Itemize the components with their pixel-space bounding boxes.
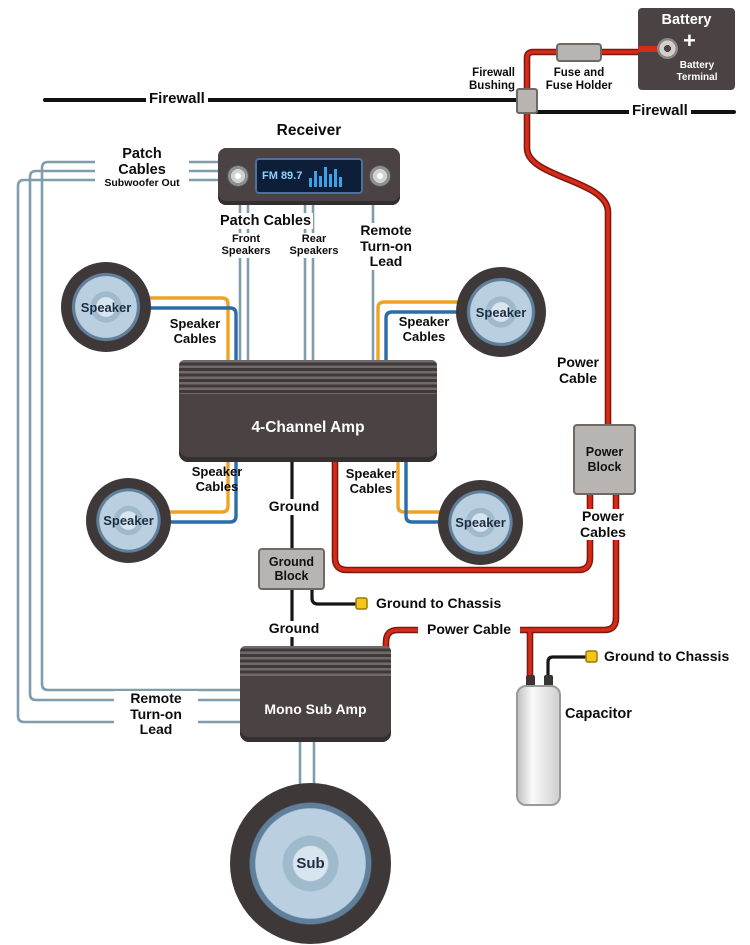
subwoofer-patch-label: Patch Cables Subwoofer Out <box>95 146 189 191</box>
speaker-front-left: Speaker <box>61 262 151 352</box>
receiver-display: FM 89.7 <box>255 158 363 194</box>
capacitor-terminal-icon <box>526 675 535 688</box>
amp-heatsink-fins <box>179 360 437 394</box>
sub-label: Sub <box>296 855 325 872</box>
receiver: FM 89.7 <box>218 148 400 205</box>
power-block: Power Block <box>573 424 636 495</box>
ground-to-chassis-label-2: Ground to Chassis <box>604 648 730 664</box>
ground-label-lower: Ground <box>262 620 326 637</box>
amp-heatsink-fins <box>240 646 391 676</box>
firewall-bushing <box>516 88 538 114</box>
speaker-label: Speaker <box>103 513 154 528</box>
battery-cable-stub <box>638 46 661 52</box>
power-cable-block-to-amp <box>333 454 592 572</box>
speaker2-wire-blue <box>384 310 460 366</box>
battery-label: Battery <box>661 12 712 28</box>
capacitor <box>516 685 561 806</box>
ground-to-chassis-label-1: Ground to Chassis <box>376 595 502 611</box>
patch-cables-text: Patch Cables <box>118 146 166 179</box>
power-cable-label-bottom: Power Cable <box>418 621 520 638</box>
firewall-label-right: Firewall <box>629 102 691 120</box>
subwoofer-patch-cable-1 <box>40 160 244 692</box>
tuning-knob-icon <box>369 165 391 187</box>
mono-sub-amp: Mono Sub Amp <box>240 646 391 742</box>
speaker-rear-left: Speaker <box>86 478 171 563</box>
firewall-label-left: Firewall <box>146 90 208 108</box>
ground-block: Ground Block <box>258 548 325 590</box>
speaker-cables-label-tl: Speaker Cables <box>169 316 221 346</box>
four-channel-amp-label: 4-Channel Amp <box>179 394 437 462</box>
patch-cables-center-label: Patch Cables <box>217 213 313 230</box>
speaker4-wire-yellow <box>396 458 442 514</box>
speaker1-wire-yellow <box>146 296 230 366</box>
ring-terminal-icon <box>657 38 678 59</box>
speaker4-wire-blue <box>404 458 442 524</box>
remote-turn-on-lead-wire-bottom <box>16 178 244 724</box>
subwoofer-patch-cable-2 <box>28 169 244 702</box>
speaker3-wire-blue <box>166 458 238 524</box>
chassis-terminals <box>355 597 598 663</box>
speaker-cables-label-br: Speaker Cables <box>345 466 397 496</box>
subwoofer: Sub <box>230 783 391 944</box>
remote-lead-label-bottom: Remote Turn-on Lead <box>114 690 198 739</box>
power-cables-label: Power Cables <box>568 508 638 541</box>
capacitor-terminal-icon <box>544 675 553 688</box>
ground-label-upper: Ground <box>262 498 326 515</box>
equalizer-bars-icon <box>309 165 343 187</box>
speaker-label: Speaker <box>455 515 506 530</box>
speaker2-wire-yellow <box>376 300 460 366</box>
rear-speakers-label: Rear Speakers <box>282 233 346 258</box>
chassis-terminal-icon <box>355 597 368 610</box>
station-readout: FM 89.7 <box>262 170 303 182</box>
speaker-label: Speaker <box>80 299 132 315</box>
speaker3-wire-yellow <box>166 458 230 514</box>
four-channel-amp: 4-Channel Amp <box>179 360 437 462</box>
ground-wire-to-chassis <box>310 584 360 606</box>
firewall-bushing-label: Firewall Bushing <box>469 67 515 92</box>
speaker-cables-yellow <box>146 296 460 514</box>
speaker-rear-right: Speaker <box>438 480 523 565</box>
chassis-terminal-icon <box>585 650 598 663</box>
receiver-label: Receiver <box>276 122 342 139</box>
battery-terminal-label: Battery Terminal <box>676 60 718 83</box>
capacitor-ground-wire <box>546 655 590 682</box>
patch-remote-cables <box>16 160 375 790</box>
subwoofer-out-text: Subwoofer Out <box>104 177 180 190</box>
speaker1-wire-blue <box>146 306 238 366</box>
remote-lead-label-top: Remote Turn-on Lead <box>346 222 426 271</box>
volume-knob-icon <box>227 165 249 187</box>
front-speakers-label: Front Speakers <box>214 233 278 258</box>
mono-sub-amp-label: Mono Sub Amp <box>240 676 391 742</box>
power-cable-battery-to-block <box>525 50 642 434</box>
capacitor-label: Capacitor <box>565 706 632 722</box>
speaker-front-right: Speaker <box>456 267 546 357</box>
plus-sign: + <box>683 28 696 53</box>
fuse-holder <box>556 43 602 62</box>
speaker-cables-label-tr: Speaker Cables <box>398 314 450 344</box>
speaker-cables-blue <box>146 306 460 524</box>
speaker-label: Speaker <box>475 304 527 320</box>
fuse-holder-label: Fuse and Fuse Holder <box>545 67 613 92</box>
speaker-cables-label-bl: Speaker Cables <box>191 464 243 494</box>
power-cable-label-top: Power Cable <box>556 354 599 386</box>
battery-box: Battery + Battery Terminal <box>638 8 735 90</box>
